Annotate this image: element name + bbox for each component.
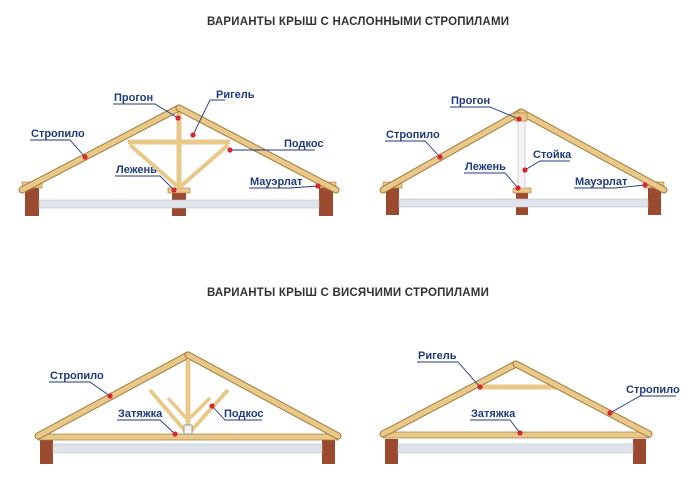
label-stropilo: Стропило <box>50 370 104 382</box>
leader-podkos <box>211 405 262 421</box>
label-stropilo: Стропило <box>31 128 85 140</box>
wall-right <box>648 188 661 215</box>
wall-right <box>322 440 335 464</box>
leader-lezhen <box>464 172 519 189</box>
leader-lezhen <box>115 175 175 191</box>
leader-rigel <box>417 361 481 388</box>
diagram-inclined-with-post: Прогон Стропило Стойка Лежень Мауэрлат <box>379 95 668 215</box>
post <box>517 115 526 189</box>
rafter-left-fill <box>19 105 182 193</box>
label-lezhen: Лежень <box>116 164 157 176</box>
wall-left <box>40 440 53 464</box>
floor-beam <box>397 443 634 454</box>
rafter-left-fill <box>380 109 524 193</box>
tie-beam <box>37 433 339 441</box>
label-rigel: Ригель <box>418 350 457 362</box>
diagram-hanging-with-collar: Ригель Стропило Затяжка <box>379 350 680 464</box>
heading-inclined-rafters: ВАРИАНТЫ КРЫШ С НАСЛОННЫМИ СТРОПИЛАМИ <box>207 16 510 28</box>
leader-progon <box>113 103 179 119</box>
marker-rigel <box>190 132 196 138</box>
marker-progon <box>175 115 181 121</box>
rafter-left-fill <box>35 352 191 439</box>
king-post-joint <box>183 424 193 435</box>
leader-stoyka <box>524 160 570 171</box>
rafter-right-fill <box>176 105 339 193</box>
diagram-hanging-with-braces: Стропило Затяжка Подкос <box>34 351 342 464</box>
leader-stropilo <box>609 395 676 414</box>
leader-stropilo <box>49 381 111 397</box>
brace-right-inner <box>188 396 212 420</box>
marker-stoyka <box>522 167 528 173</box>
marker-zatyazhka <box>172 431 178 437</box>
label-stropilo: Стропило <box>386 129 440 141</box>
leader-mauerlat <box>249 185 319 189</box>
tie-beam <box>382 431 650 439</box>
marker-stropilo <box>607 410 613 416</box>
leader-zatyazhka <box>470 419 521 434</box>
marker-stropilo <box>437 154 443 160</box>
brace-left <box>128 143 179 188</box>
brace-left-outer <box>148 388 188 434</box>
marker-progon <box>516 116 522 122</box>
rafter-right-fill <box>185 352 341 439</box>
marker-podkos <box>209 403 215 409</box>
diagram-inclined-with-purlin-and-braces: Прогон Ригель Стропило Подкос Лежень Мау… <box>18 89 340 216</box>
label-zatyazhka: Затяжка <box>471 408 516 420</box>
label-podkos: Подкос <box>284 138 324 150</box>
marker-rigel <box>477 384 483 390</box>
leader-stropilo <box>385 140 441 158</box>
label-lezhen: Лежень <box>465 161 506 173</box>
rafter-right-fill <box>518 109 667 193</box>
heading-hanging-rafters: ВАРИАНТЫ КРЫШ С ВИСЯЧИМИ СТРОПИЛАМИ <box>207 287 490 299</box>
floor-beam <box>398 198 649 208</box>
leader-progon <box>450 106 520 120</box>
lezhen <box>167 187 191 194</box>
leader-rigel <box>192 99 225 136</box>
label-progon: Прогон <box>114 92 153 104</box>
wall-right <box>633 439 646 464</box>
floor-beam <box>52 443 323 454</box>
label-mauerlat: Мауэрлат <box>250 176 303 188</box>
wall-left <box>386 188 399 215</box>
label-progon: Прогон <box>451 95 490 107</box>
marker-mauerlat <box>642 182 648 188</box>
leader-mauerlat <box>574 184 646 189</box>
rafter-left-fill <box>380 361 519 437</box>
label-stoyka: Стойка <box>533 149 572 161</box>
marker-podkos <box>227 147 233 153</box>
marker-stropilo <box>107 393 113 399</box>
wall-left <box>25 188 39 216</box>
label-podkos: Подкос <box>224 408 264 420</box>
marker-zatyazhka <box>517 430 523 436</box>
label-zatyazhka: Затяжка <box>118 408 163 420</box>
brace-right-outer <box>188 388 230 434</box>
marker-lezhen <box>515 185 521 191</box>
wall-left <box>385 439 398 464</box>
label-rigel: Ригель <box>216 89 255 101</box>
brace-right <box>179 143 230 188</box>
marker-lezhen <box>171 187 177 193</box>
wall-right <box>319 188 333 216</box>
label-mauerlat: Мауэрлат <box>575 176 628 188</box>
leader-zatyazhka <box>117 419 176 435</box>
label-stropilo: Стропило <box>626 384 680 396</box>
marker-stropilo <box>82 154 88 160</box>
brace-left-inner <box>166 396 188 420</box>
floor-beam <box>38 199 320 209</box>
rafter-right-fill <box>513 361 652 437</box>
marker-mauerlat <box>315 183 321 189</box>
leader-stropilo <box>30 139 86 158</box>
